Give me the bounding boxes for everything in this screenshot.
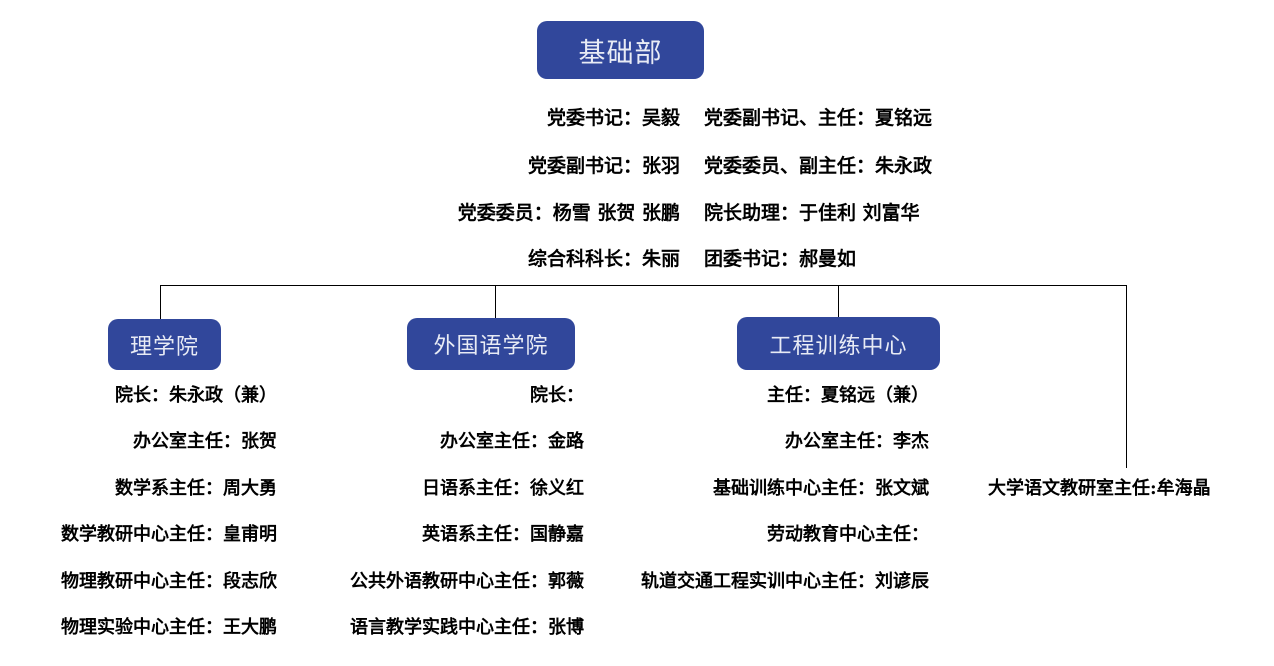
dept-2-staff-2: 办公室主任：金路 [440,431,584,452]
connector-drop-dept-1 [160,285,161,321]
dept-3-staff-5: 轨道交通工程实训中心主任：刘谚辰 [641,571,929,592]
exec-right-row-4: 团委书记：郝曼如 [704,248,857,270]
org-node-department-2[interactable]: 外国语学院 [407,318,575,370]
dept-2-staff-3: 日语系主任：徐义红 [422,478,584,499]
connector-horizontal-bus [160,285,1126,286]
exec-right-row-3: 院长助理：于佳利 刘富华 [704,202,920,224]
dept-1-staff-6: 物理实验中心主任：王大鹏 [61,617,277,638]
dept-1-staff-1: 院长：朱永政（兼） [115,385,277,406]
exec-right-row-2: 党委委员、副主任：朱永政 [704,155,933,177]
dept-1-staff-4: 数学教研中心主任：皇甫明 [61,524,277,545]
dept-1-staff-3: 数学系主任：周大勇 [115,478,277,499]
org-node-department-1[interactable]: 理学院 [108,319,221,370]
dept-3-staff-4: 劳动教育中心主任： [767,524,929,545]
connector-drop-dept-4 [1126,285,1127,468]
exec-left-row-2: 党委副书记：张羽 [527,155,680,177]
dept-4-staff-1: 大学语文教研室主任:牟海晶 [988,478,1211,499]
exec-left-row-4: 综合科科长：朱丽 [527,248,680,270]
exec-left-row-1: 党委书记：吴毅 [546,107,680,129]
dept-2-staff-6: 语言教学实践中心主任：张博 [350,617,584,638]
dept-3-staff-3: 基础训练中心主任：张文斌 [713,478,929,499]
connector-drop-dept-2 [495,285,496,319]
exec-left-row-3: 党委委员：杨雪 张贺 张鹏 [457,202,680,224]
dept-3-staff-1: 主任：夏铭远（兼） [767,385,929,406]
dept-1-staff-2: 办公室主任：张贺 [133,431,277,452]
dept-2-staff-4: 英语系主任：国静嘉 [422,524,584,545]
dept-2-staff-1: 院长： [530,385,584,406]
org-node-department-3[interactable]: 工程训练中心 [737,317,940,370]
dept-3-staff-2: 办公室主任：李杰 [785,431,929,452]
exec-right-row-1: 党委副书记、主任：夏铭远 [704,107,933,129]
org-node-root[interactable]: 基础部 [537,21,704,79]
dept-2-staff-5: 公共外语教研中心主任：郭薇 [350,571,584,592]
dept-1-staff-5: 物理教研中心主任：段志欣 [61,571,277,592]
connector-drop-dept-3 [838,285,839,318]
